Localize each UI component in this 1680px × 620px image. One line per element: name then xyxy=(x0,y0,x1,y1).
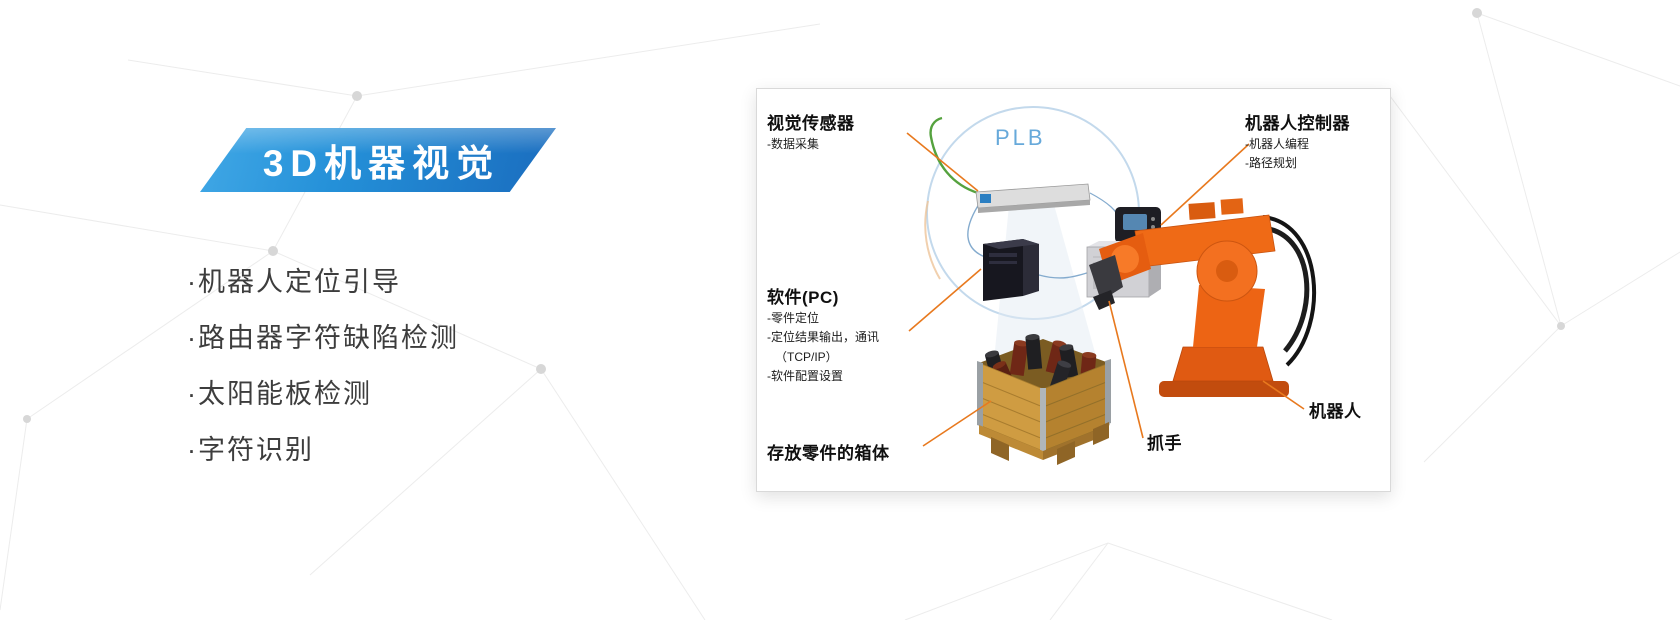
parts-box-title: 存放零件的箱体 xyxy=(767,444,890,463)
gripper-label: 抓手 xyxy=(1147,429,1182,454)
software-pc-title: 软件(PC) xyxy=(767,288,839,307)
vision-sensor-sub: -数据采集 xyxy=(767,137,819,151)
robot-controller-sub1: -机器人编程 xyxy=(1245,137,1309,151)
callout-lines xyxy=(906,132,1305,447)
feature-item-ocr: ·字符识别 xyxy=(187,435,314,465)
pc-graphic xyxy=(983,239,1039,301)
title-banner: 3D机器视觉 xyxy=(200,128,556,192)
robot-controller-sub2: -路径规划 xyxy=(1245,156,1297,171)
vision-sensor-label: 视觉传感器 -数据采集 xyxy=(767,109,855,153)
gripper-title: 抓手 xyxy=(1147,434,1182,453)
diagram-card: PLB 视觉传感器 -数据采集 机器人控制器 -机器人编程 -路径规划 软件(P… xyxy=(756,88,1391,492)
plb-label: PLB xyxy=(995,125,1046,150)
robot-graphic xyxy=(1089,198,1316,397)
feature-list: ·机器人定位引导 ·路由器字符缺陷检测 ·太阳能板检测 ·字符识别 xyxy=(187,260,459,484)
banner-title: 3D机器视觉 xyxy=(262,143,501,184)
software-pc-sub2: -定位结果输出，通讯 xyxy=(767,330,879,345)
robot-label: 机器人 xyxy=(1309,397,1362,422)
green-cable xyxy=(929,116,979,195)
system-illustration xyxy=(906,106,1316,465)
feature-item-robot-guidance: ·机器人定位引导 xyxy=(187,267,401,297)
software-pc-sub3: （TCP/IP） xyxy=(775,349,838,364)
feature-item-solar-panel: ·太阳能板检测 xyxy=(187,379,372,409)
software-pc-label: 软件(PC) -零件定位 -定位结果输出，通讯 （TCP/IP） -软件配置设置 xyxy=(767,283,879,386)
parts-box-label: 存放零件的箱体 xyxy=(767,439,890,464)
software-pc-sub4: -软件配置设置 xyxy=(767,369,843,384)
feature-item-router-defect: ·路由器字符缺陷检测 xyxy=(187,323,459,353)
vision-sensor-graphic xyxy=(975,183,1091,213)
robot-controller-title: 机器人控制器 xyxy=(1245,114,1350,133)
parts-crate-graphic xyxy=(977,334,1111,465)
parts-cylinders xyxy=(984,334,1097,392)
robot-controller-label: 机器人控制器 -机器人编程 -路径规划 xyxy=(1245,109,1350,173)
robot-title: 机器人 xyxy=(1309,402,1362,421)
software-pc-sub1: -零件定位 xyxy=(767,311,819,325)
vision-sensor-title: 视觉传感器 xyxy=(767,114,855,133)
